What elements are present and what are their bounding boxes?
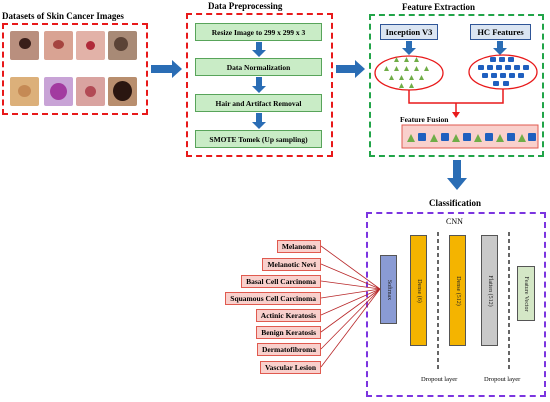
classification-box (366, 212, 546, 397)
skin-image-3 (76, 31, 105, 60)
feature-vector-layer: Feature Vector (517, 266, 535, 321)
preprocessing-title: Data Preprocessing (208, 1, 283, 11)
feature-fusion-label: Feature Fusion (400, 115, 449, 124)
class-actinic-keratosis: Actinic Keratosis (255, 309, 321, 322)
dropout-label-2: Dropout layer (484, 376, 521, 383)
preprocessing-box (186, 13, 333, 157)
skin-image-2 (44, 31, 73, 60)
softmax-fan-lines (320, 245, 381, 368)
inception-features-ellipse (374, 55, 444, 91)
softmax-layer: Softmax (380, 255, 397, 324)
skin-image-5 (10, 77, 39, 106)
classification-title: Classification (429, 198, 482, 208)
preprocessing-step-hair-removal: Hair and Artifact Removal (195, 94, 322, 112)
preprocessing-step-resize: Resize Image to 299 x 299 x 3 (195, 23, 322, 41)
arrow-datasets-to-preprocessing (151, 60, 182, 78)
arrow-features-to-classification (447, 160, 467, 190)
hc-features-box: HC Features (470, 24, 531, 40)
feature-extraction-title: Feature Extraction (402, 2, 476, 12)
skin-image-6 (44, 77, 73, 106)
arrow-step-2 (252, 77, 266, 93)
hc-squares (478, 57, 529, 86)
arrow-step-3 (252, 113, 266, 129)
class-melanoma: Melanoma (276, 240, 321, 253)
class-melanotic-nevi: Melanotic Nevi (262, 258, 321, 271)
arrow-inception-down (402, 41, 416, 55)
dropout-label-1: Dropout layer (421, 376, 458, 383)
class-list: Melanoma Melanotic Nevi Basal Cell Carci… (150, 0, 321, 402)
skin-image-4 (108, 31, 137, 60)
class-squamous-cell-carcinoma: Squamous Cell Carcinoma (225, 292, 321, 305)
class-vascular-lesion: Vascular Lesion (259, 361, 321, 374)
skin-image-1 (10, 31, 39, 60)
class-benign-keratosis: Benign Keratosis (256, 326, 321, 339)
skin-image-8 (108, 77, 137, 106)
flatten-512-layer: Flatten (512) (481, 235, 498, 346)
feature-extraction-box (369, 14, 544, 157)
datasets-box (2, 23, 148, 115)
inception-triangles (384, 57, 429, 88)
arrow-hc-down (493, 41, 507, 55)
preprocessing-step-normalization: Data Normalization (195, 58, 322, 76)
fusion-connector (408, 89, 504, 113)
dense-6-layer: Dense (6) (410, 235, 427, 346)
preprocessing-step-smote: SMOTE Tomek (Up sampling) (195, 130, 322, 148)
arrow-preprocessing-to-features (336, 60, 365, 78)
cnn-label: CNN (446, 217, 463, 226)
fusion-shapes (407, 133, 536, 142)
inception-v3-box: Inception V3 (380, 24, 438, 40)
fusion-arrowhead (452, 112, 460, 118)
skin-image-7 (76, 77, 105, 106)
class-dermatofibroma: Dermatofibroma (256, 343, 321, 356)
datasets-title: Datasets of Skin Cancer Images (2, 11, 124, 21)
dense-512-layer: Dense (512) (449, 235, 466, 346)
arrow-step-1 (252, 42, 266, 57)
class-basal-cell-carcinoma: Basal Cell Carcinoma (241, 275, 321, 288)
